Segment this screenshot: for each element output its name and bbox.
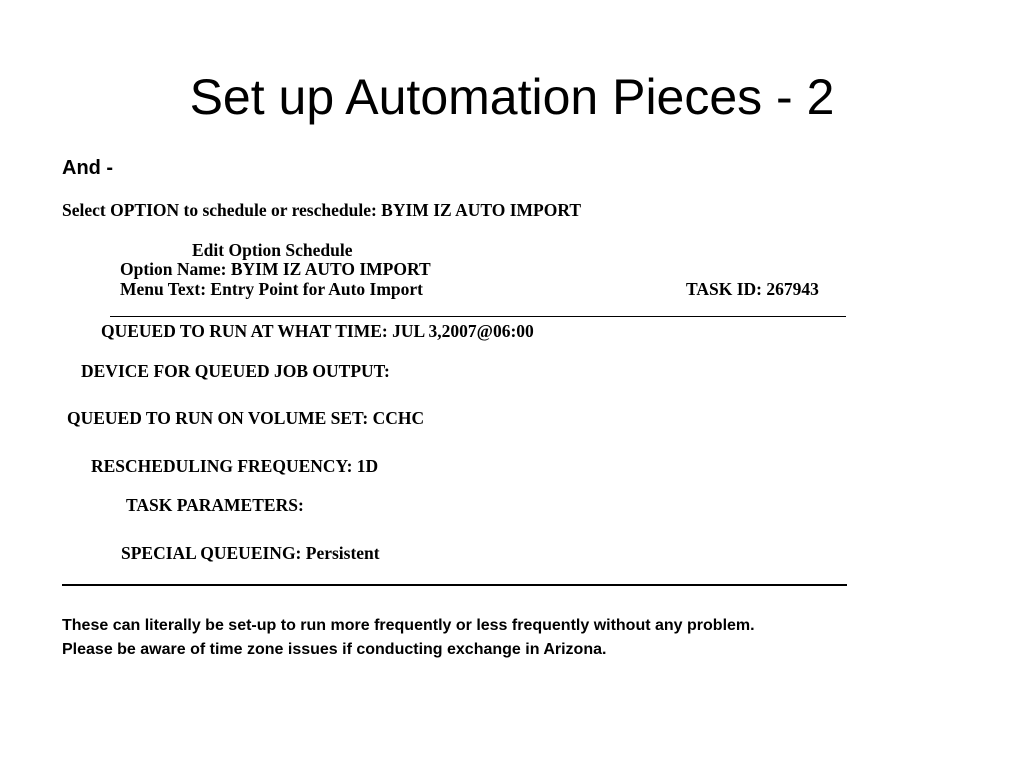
task-id-line: TASK ID: 267943 <box>686 279 819 299</box>
separator-thin <box>110 316 846 317</box>
queued-time-field: QUEUED TO RUN AT WHAT TIME: JUL 3,2007@0… <box>101 321 534 341</box>
option-name-line: Option Name: BYIM IZ AUTO IMPORT <box>120 259 431 279</box>
select-option-line: Select OPTION to schedule or reschedule:… <box>62 200 582 220</box>
separator-thick <box>62 584 847 586</box>
screen-title: Edit Option Schedule <box>192 240 353 260</box>
task-parameters-field: TASK PARAMETERS: <box>126 495 304 515</box>
slide-title: Set up Automation Pieces - 2 <box>189 69 835 125</box>
special-queueing-field: SPECIAL QUEUEING: Persistent <box>121 543 380 563</box>
note-paragraph: These can literally be set-up to run mor… <box>62 617 755 658</box>
menu-text-line: Menu Text: Entry Point for Auto Import <box>120 279 424 299</box>
volume-set-field: QUEUED TO RUN ON VOLUME SET: CCHC <box>67 408 425 428</box>
device-field: DEVICE FOR QUEUED JOB OUTPUT: <box>81 361 390 381</box>
intro-label: And - <box>62 157 114 179</box>
frequency-field: RESCHEDULING FREQUENCY: 1D <box>91 456 379 476</box>
